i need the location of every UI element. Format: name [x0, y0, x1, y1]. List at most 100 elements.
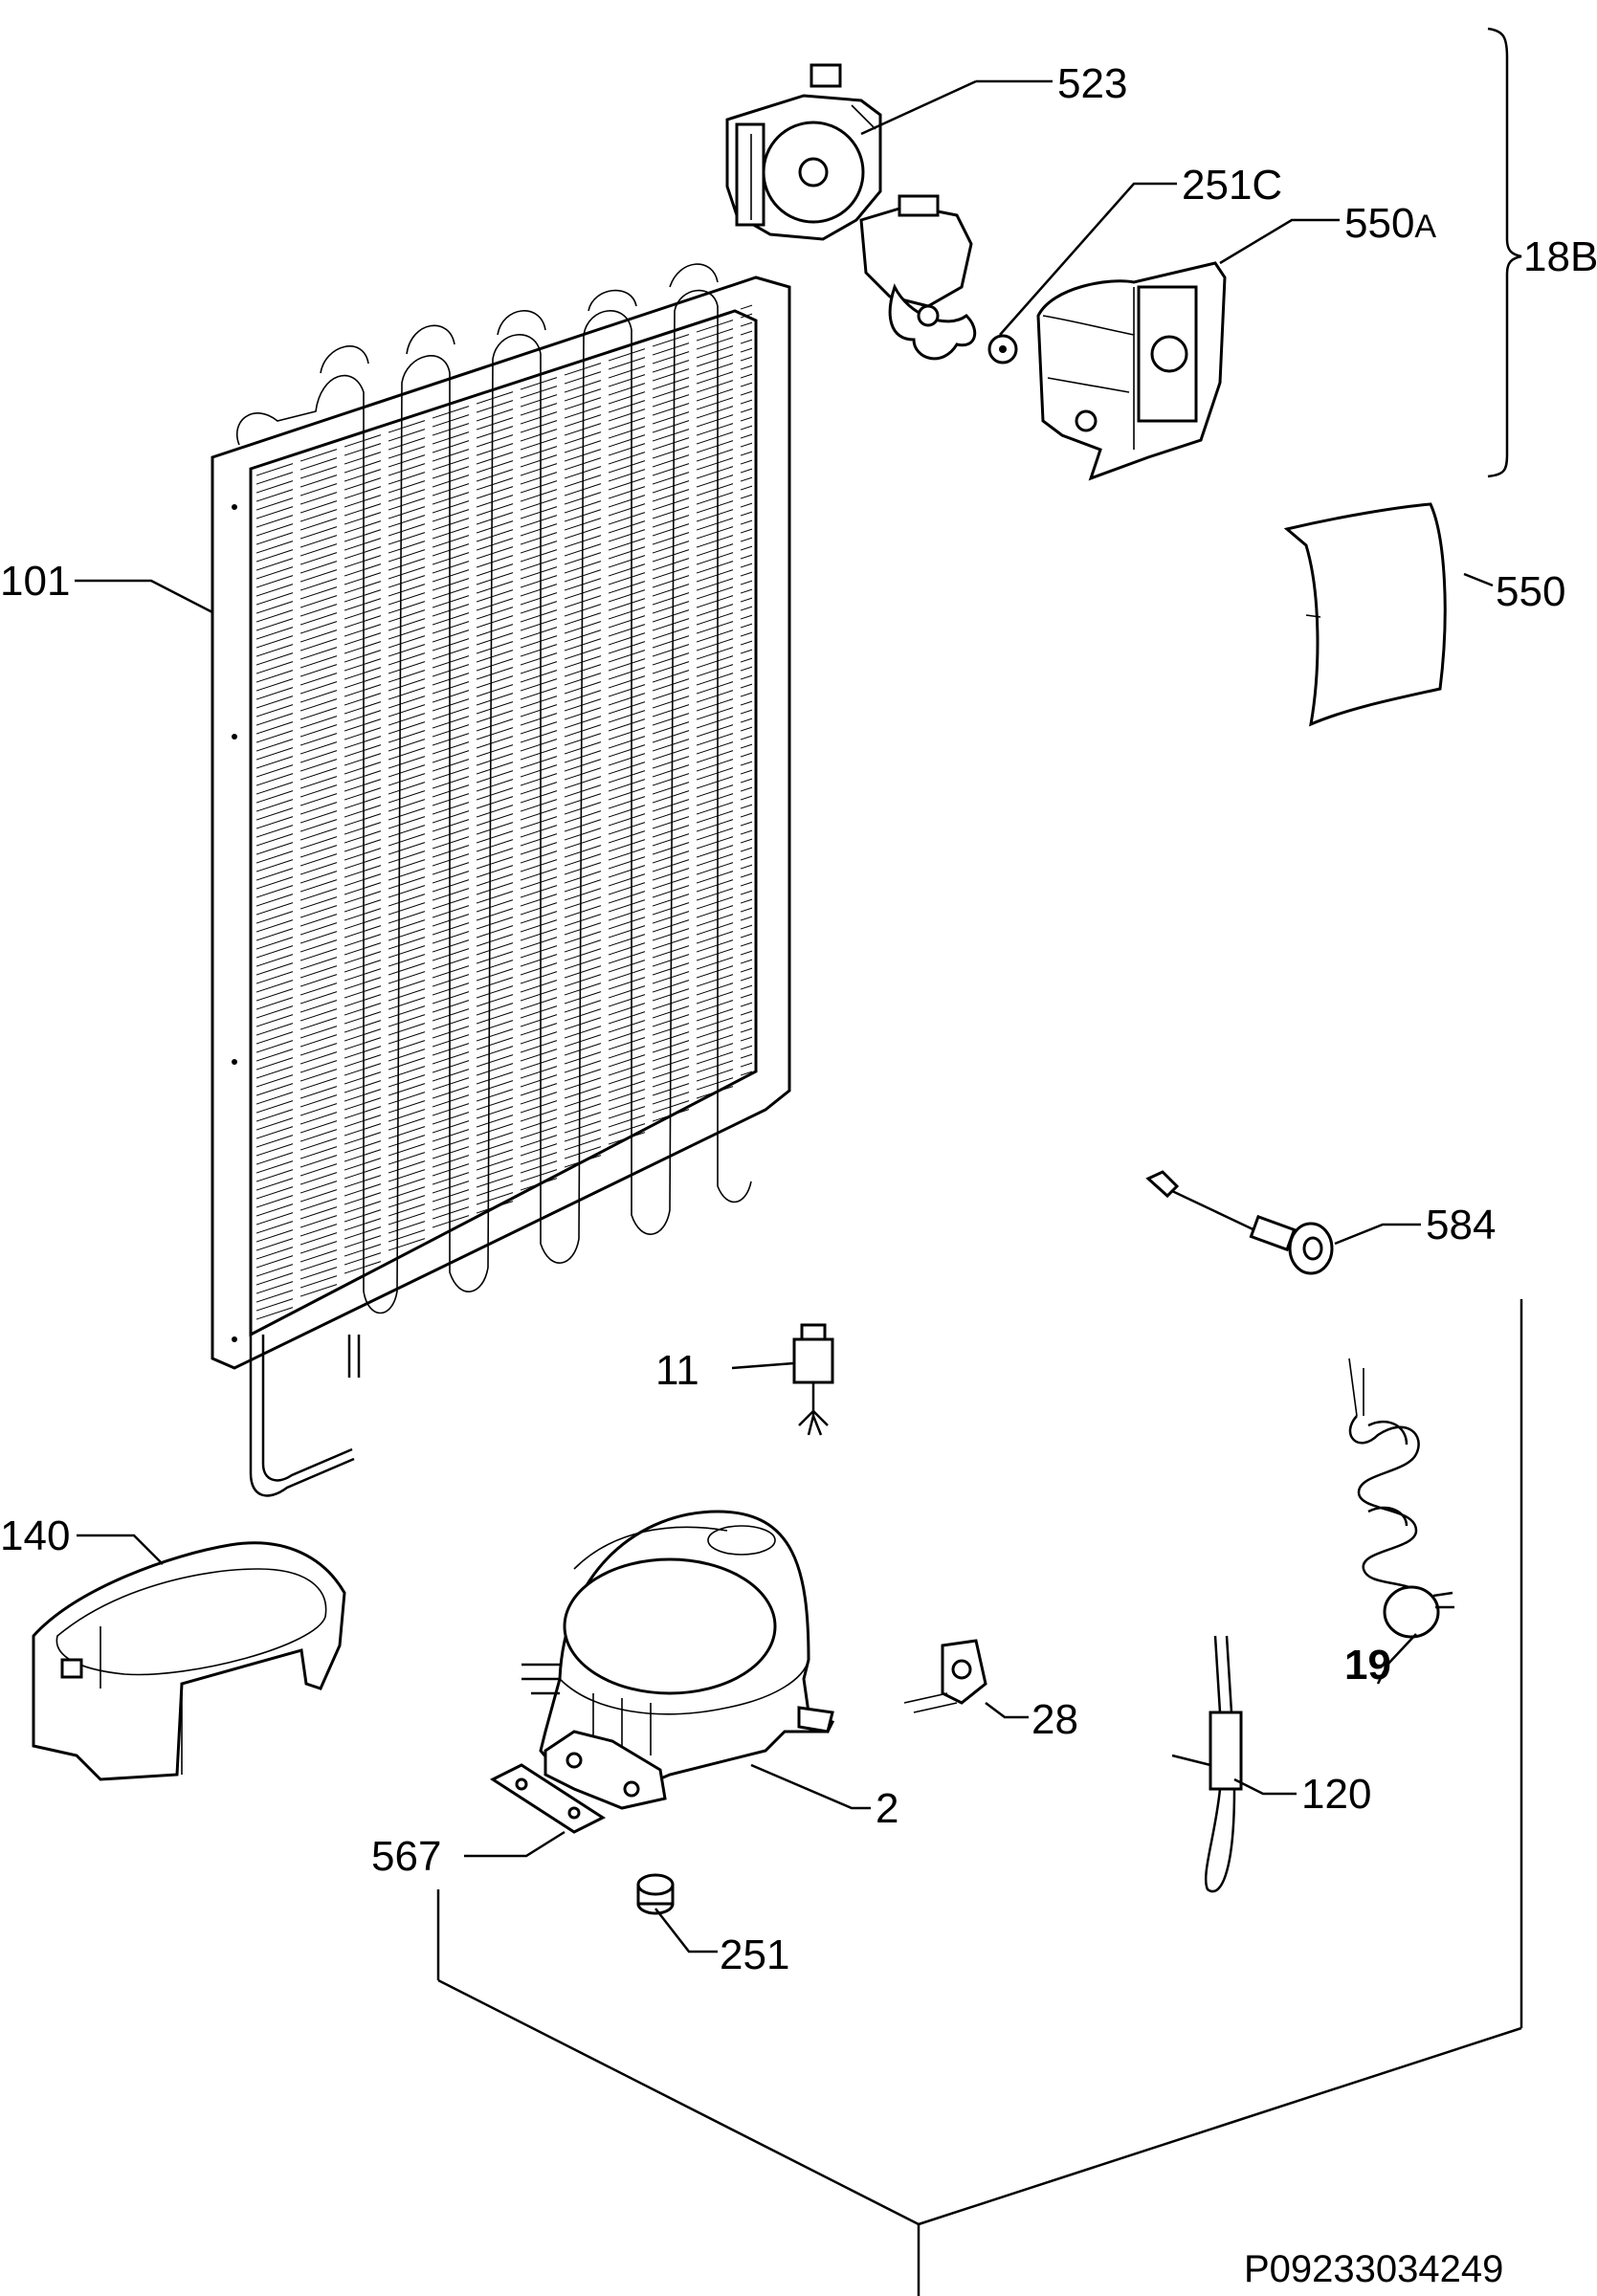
- fin-line: [564, 1034, 602, 1048]
- fin-line: [608, 908, 646, 921]
- fin-line: [740, 502, 753, 508]
- fin-line: [388, 584, 426, 597]
- fin-line: [564, 741, 602, 755]
- label-523: 523: [1057, 60, 1127, 107]
- fin-line: [476, 426, 514, 439]
- fin-line: [696, 690, 734, 703]
- fin-line: [740, 855, 753, 861]
- fin-line: [696, 871, 734, 884]
- fin-line: [299, 1267, 338, 1280]
- fin-line: [652, 833, 690, 847]
- fin-line: [344, 495, 382, 508]
- fin-line: [388, 713, 426, 726]
- fin-line: [476, 391, 514, 405]
- fin-line: [696, 759, 734, 772]
- fin-line: [476, 512, 514, 525]
- fin-line: [344, 1140, 382, 1154]
- fin-line: [255, 1031, 294, 1045]
- fin-line: [696, 595, 734, 608]
- fin-line: [255, 833, 294, 847]
- fin-line: [608, 434, 646, 448]
- fin-line: [696, 612, 734, 626]
- fin-line: [520, 971, 558, 984]
- fin-line: [299, 457, 338, 471]
- fin-line: [520, 627, 558, 640]
- group-bracket-18b: [1487, 27, 1522, 478]
- fin-line: [652, 523, 690, 537]
- fin-line: [564, 733, 602, 746]
- fin-line: [476, 684, 514, 697]
- fin-line: [740, 494, 753, 499]
- fin-line: [255, 997, 294, 1010]
- fin-line: [740, 433, 753, 439]
- fin-line: [344, 632, 382, 646]
- fin-line: [476, 1028, 514, 1042]
- fin-line: [476, 882, 514, 895]
- fin-line: [344, 607, 382, 620]
- fin-line: [432, 578, 470, 591]
- fin-line: [476, 1080, 514, 1093]
- fin-line: [608, 701, 646, 715]
- fin-line: [696, 569, 734, 583]
- fin-line: [255, 627, 294, 640]
- fin-line: [432, 810, 470, 824]
- fin-line: [432, 698, 470, 712]
- fin-line: [652, 429, 690, 442]
- fin-line: [608, 985, 646, 999]
- fin-line: [388, 980, 426, 993]
- fin-line: [476, 891, 514, 904]
- fin-line: [520, 928, 558, 941]
- fin-line: [432, 1034, 470, 1048]
- fin-line: [564, 1051, 602, 1065]
- fin-line: [344, 813, 382, 827]
- fin-line: [476, 538, 514, 551]
- fin-line: [299, 535, 338, 548]
- fin-line: [344, 848, 382, 861]
- fin-line: [696, 845, 734, 858]
- fin-line: [255, 532, 294, 545]
- fin-line: [520, 1074, 558, 1088]
- fin-line: [740, 442, 753, 448]
- fin-line: [696, 948, 734, 961]
- fin-line: [652, 721, 690, 735]
- fin-line: [344, 589, 382, 603]
- fin-line: [255, 1221, 294, 1234]
- fin-line: [344, 908, 382, 921]
- fin-line: [608, 607, 646, 620]
- fin-line: [255, 1290, 294, 1303]
- fin-line: [255, 782, 294, 795]
- fin-line: [255, 584, 294, 597]
- fin-line: [608, 1063, 646, 1076]
- fin-line: [476, 701, 514, 715]
- fin-line: [388, 1221, 426, 1234]
- fin-line: [432, 931, 470, 944]
- fin-line: [255, 506, 294, 519]
- fin-line: [740, 821, 753, 827]
- fin-line: [432, 500, 470, 514]
- fin-line: [432, 1026, 470, 1039]
- condenser: [211, 263, 791, 1497]
- fin-line: [299, 1284, 338, 1297]
- fin-line: [388, 1238, 426, 1251]
- fin-line: [388, 876, 426, 890]
- fin-line: [432, 397, 470, 410]
- fin-line: [432, 1120, 470, 1134]
- fin-line: [255, 747, 294, 761]
- fin-line: [564, 363, 602, 376]
- fin-line: [520, 670, 558, 683]
- fin-line: [255, 1238, 294, 1251]
- fin-line: [299, 957, 338, 970]
- fin-line: [432, 1146, 470, 1159]
- fin-line: [740, 933, 753, 938]
- fin-line: [520, 747, 558, 761]
- fin-line: [299, 483, 338, 497]
- fin-line: [652, 842, 690, 855]
- fin-line: [696, 578, 734, 591]
- fin-line: [432, 896, 470, 910]
- fin-line: [388, 885, 426, 898]
- fin-line: [608, 658, 646, 672]
- fin-line: [652, 549, 690, 563]
- fin-line: [696, 380, 734, 393]
- fin-line: [652, 575, 690, 588]
- fin-line: [255, 1005, 294, 1019]
